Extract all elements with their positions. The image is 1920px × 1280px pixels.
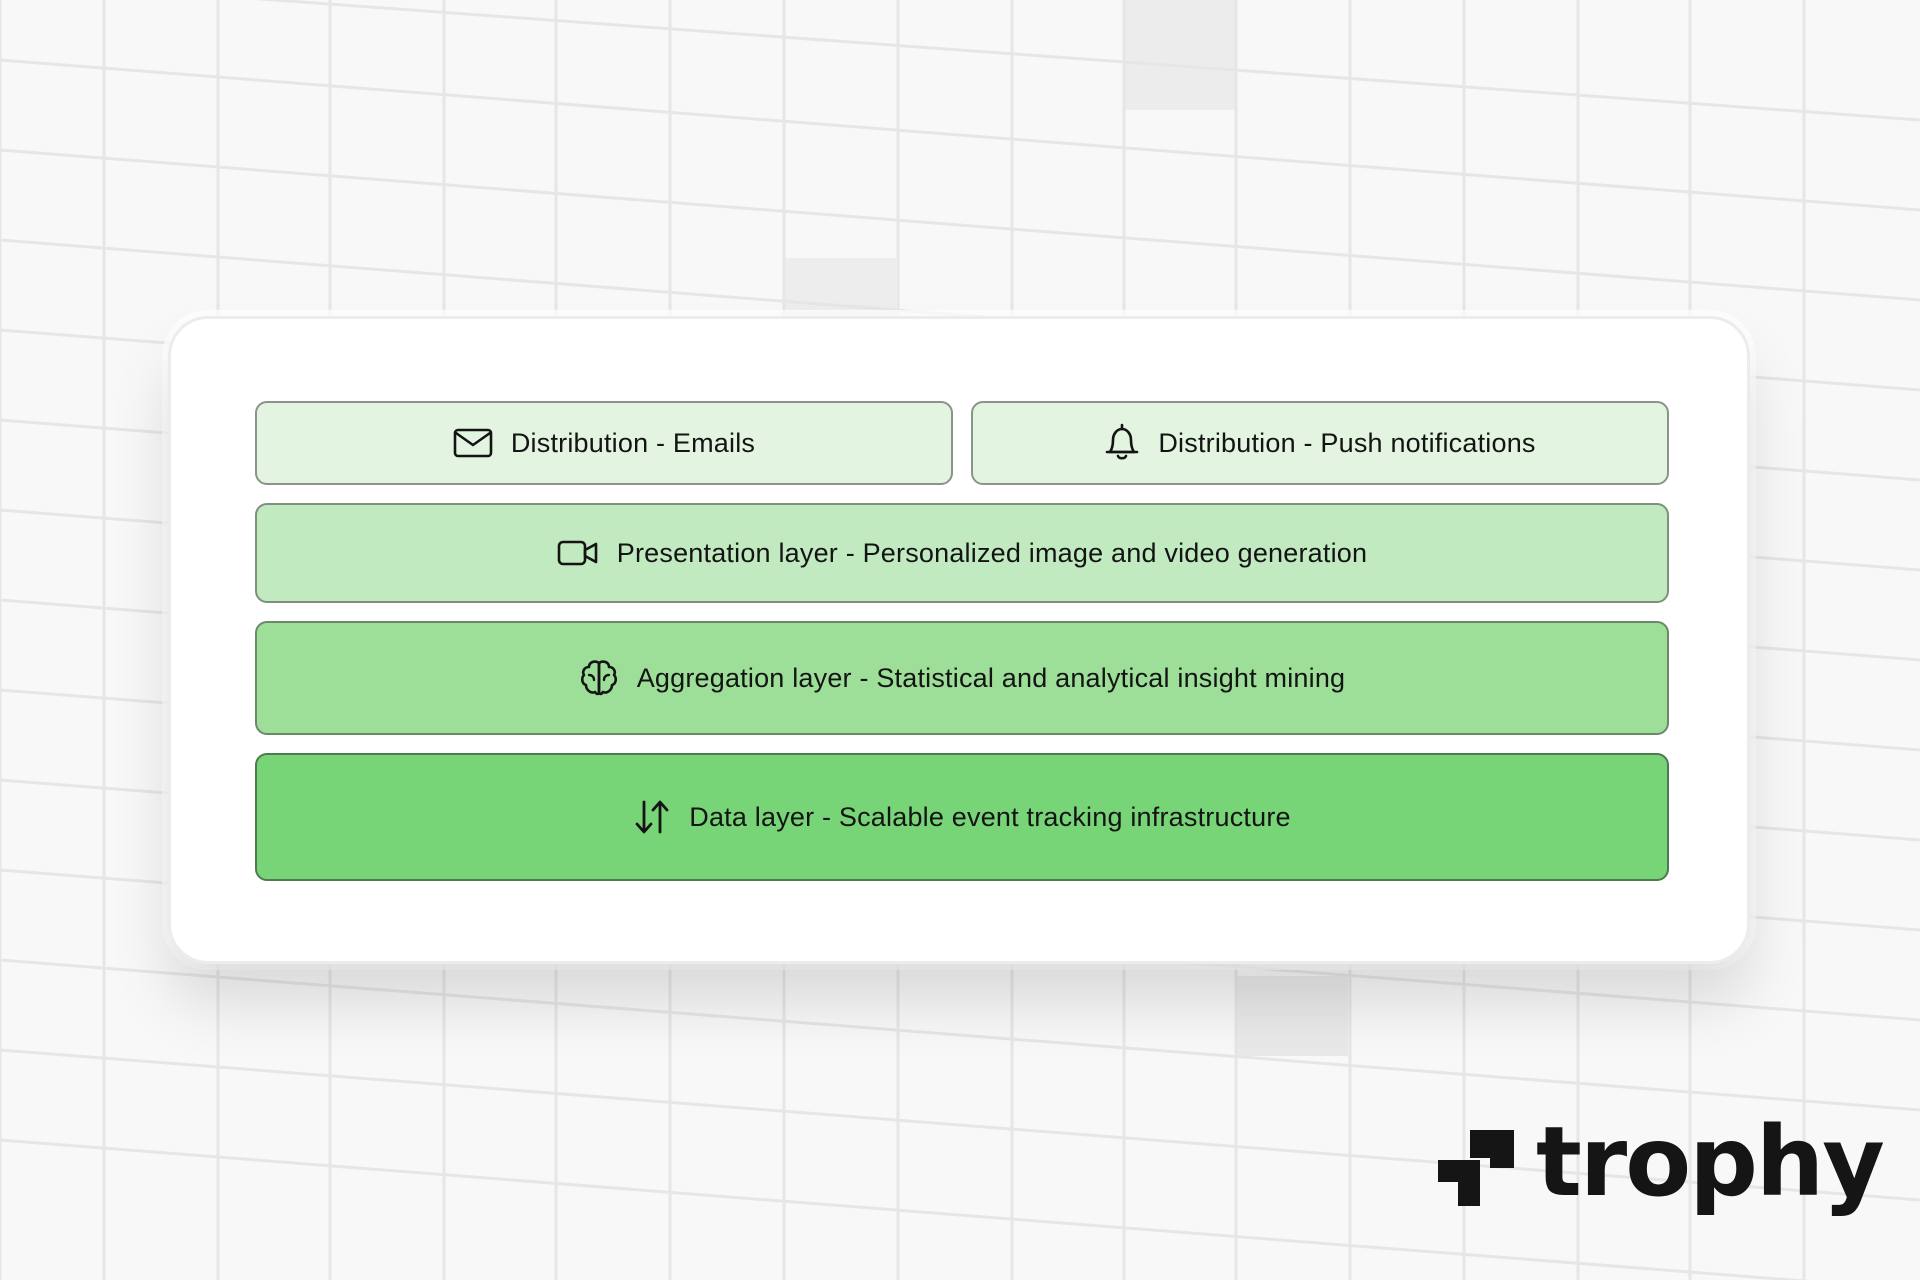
distribution-push-label: Distribution - Push notifications [1158, 427, 1536, 458]
trophy-logo: trophy [1438, 1114, 1885, 1216]
brain-icon [579, 658, 619, 698]
aggregation-label: Aggregation layer - Statistical and anal… [636, 662, 1346, 693]
data-layer: Data layer - Scalable event tracking inf… [255, 753, 1669, 881]
data-label: Data layer - Scalable event tracking inf… [689, 801, 1291, 832]
presentation-label: Presentation layer - Personalized image … [616, 537, 1368, 568]
distribution-emails-label: Distribution - Emails [510, 427, 756, 458]
video-camera-icon [557, 538, 599, 568]
bell-icon [1104, 423, 1140, 463]
trophy-wordmark: trophy [1536, 1106, 1885, 1218]
distribution-push-layer: Distribution - Push notifications [971, 401, 1669, 485]
trophy-logo-mark-icon [1438, 1130, 1514, 1206]
mail-icon [453, 427, 493, 459]
architecture-card: Distribution - Emails Distribution - Pus… [168, 316, 1750, 964]
distribution-emails-layer: Distribution - Emails [255, 401, 953, 485]
aggregation-layer: Aggregation layer - Statistical and anal… [255, 621, 1669, 735]
presentation-layer: Presentation layer - Personalized image … [255, 503, 1669, 603]
arrows-up-down-icon [633, 798, 671, 836]
